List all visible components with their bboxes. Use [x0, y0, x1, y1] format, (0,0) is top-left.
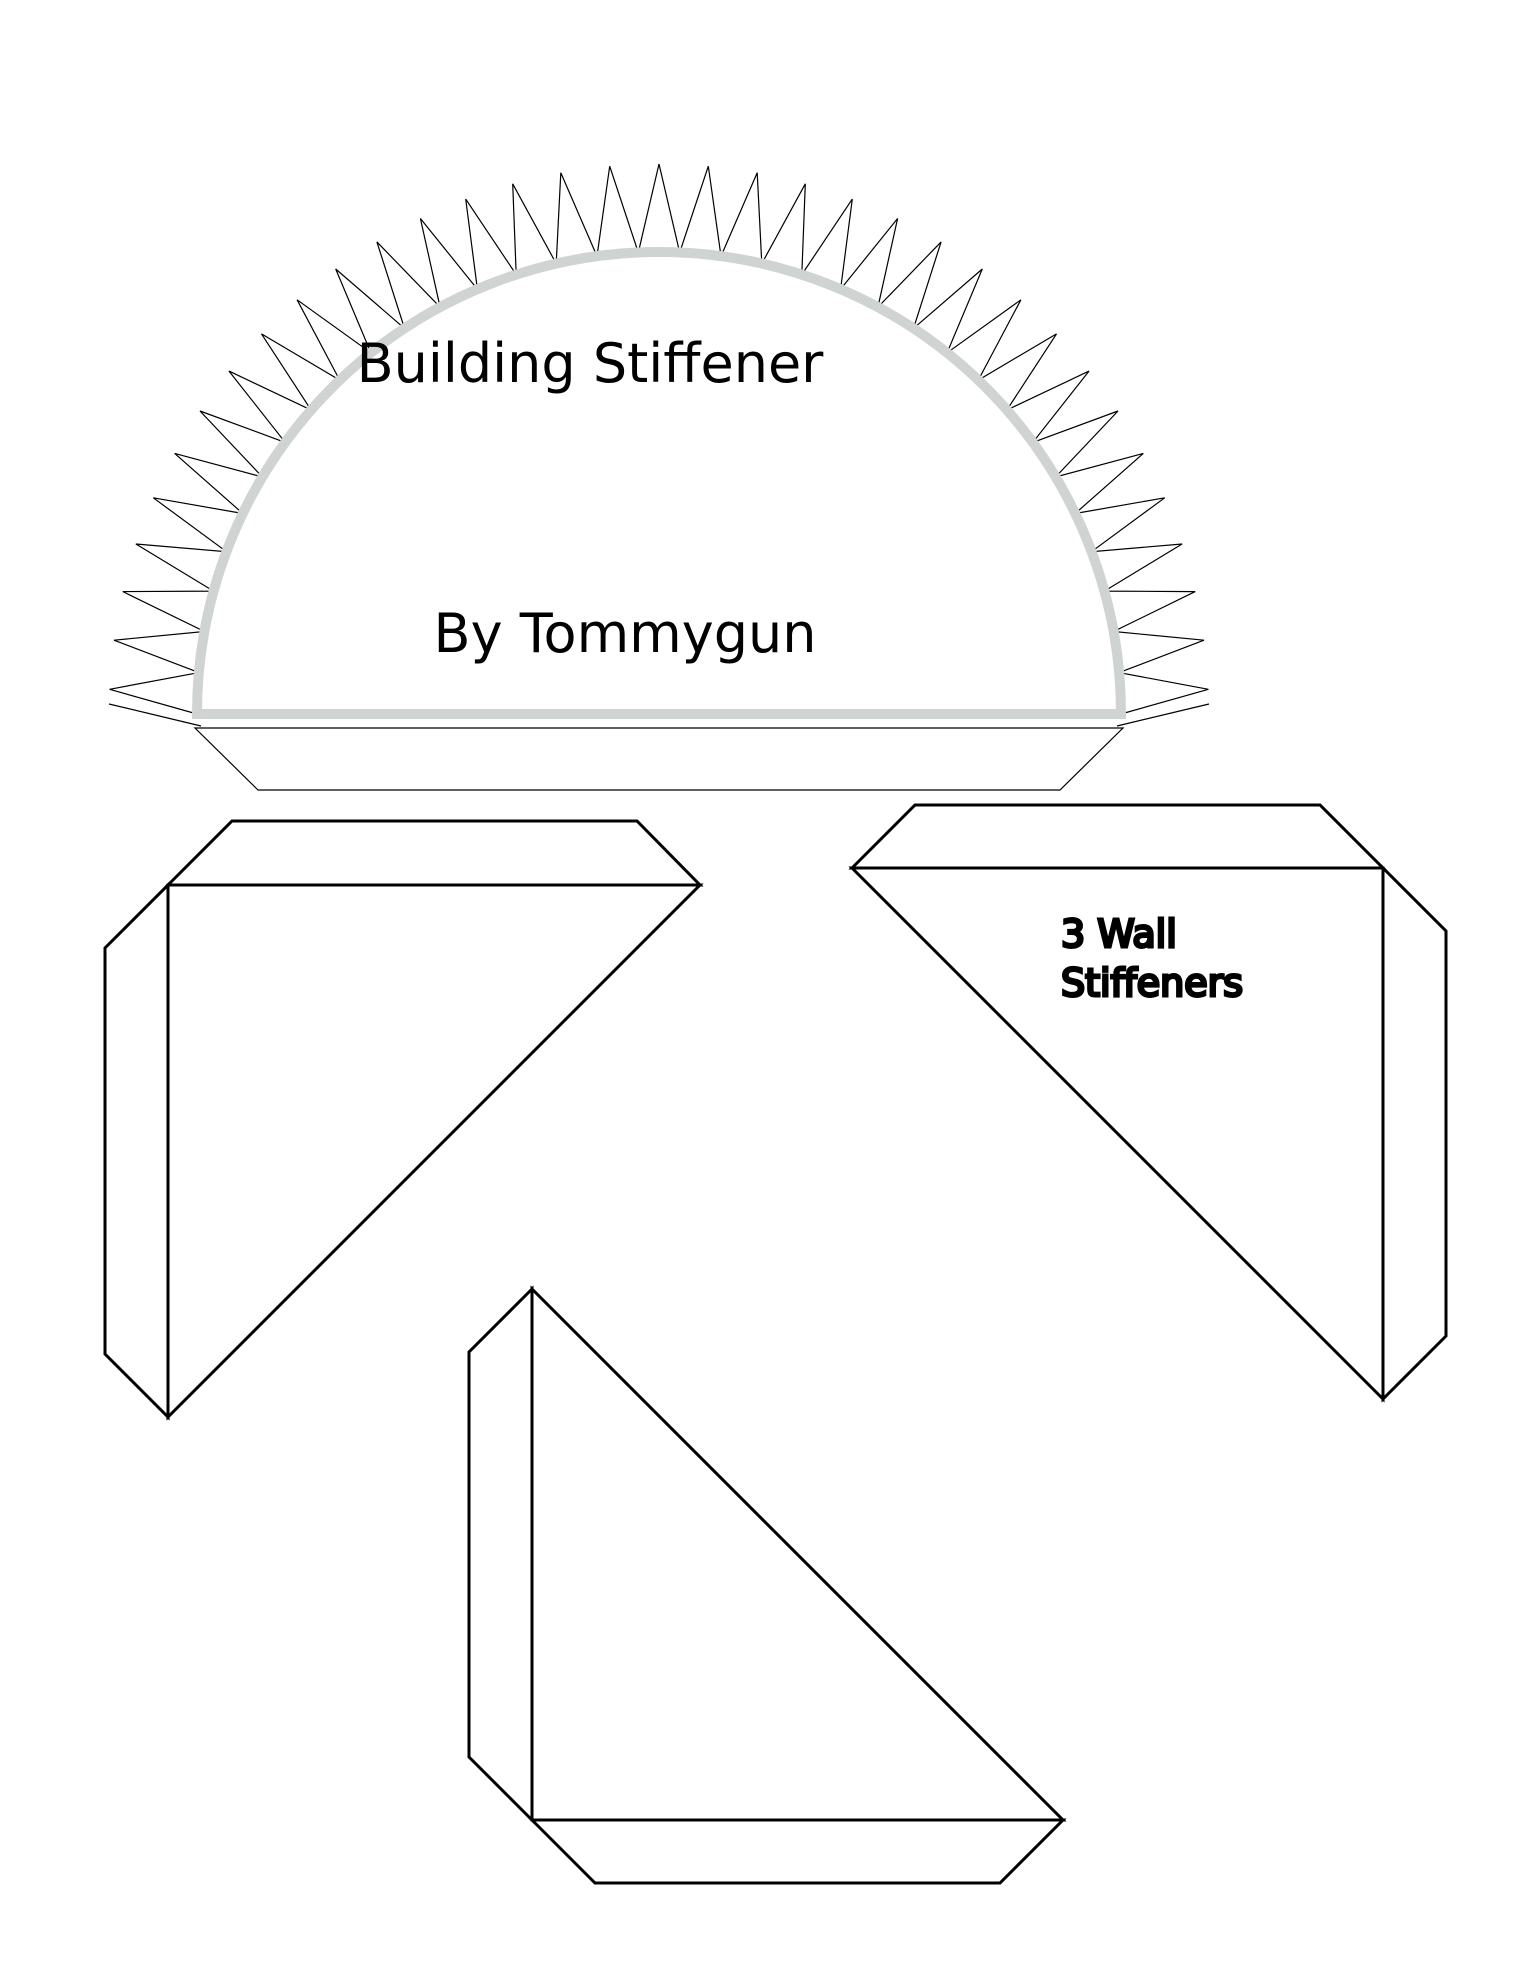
semicircle-stiffener: Building Stiffener By Tommygun: [108, 163, 1210, 791]
glue-tabs-teeth: [108, 163, 1210, 727]
side-flap: [1381, 864, 1448, 1403]
semicircle-rim: [191, 247, 1127, 719]
base-flap: [193, 727, 1125, 791]
left-end-tab: [108, 703, 202, 727]
wall-stiffener-bottom: [467, 1285, 1067, 1885]
side-flap: [103, 881, 170, 1421]
top-flap: [164, 819, 704, 887]
author: By Tommygun: [434, 602, 817, 665]
side-flap: [467, 1285, 534, 1824]
stiffener-triangle: [166, 883, 704, 1421]
wall-label-line1: 3 Wall: [1061, 912, 1177, 956]
wall-label-line2: Stiffeners: [1061, 961, 1243, 1005]
top-flap: [848, 803, 1387, 870]
right-end-tab: [1116, 703, 1210, 727]
teeth-outline: [109, 163, 1209, 715]
bottom-flap: [528, 1818, 1067, 1885]
wall-stiffener-right: 3 Wall Stiffeners: [848, 803, 1448, 1403]
wall-stiffener-left: [103, 819, 704, 1421]
stiffener-triangle: [530, 1285, 1067, 1822]
title: Building Stiffener: [357, 332, 825, 395]
